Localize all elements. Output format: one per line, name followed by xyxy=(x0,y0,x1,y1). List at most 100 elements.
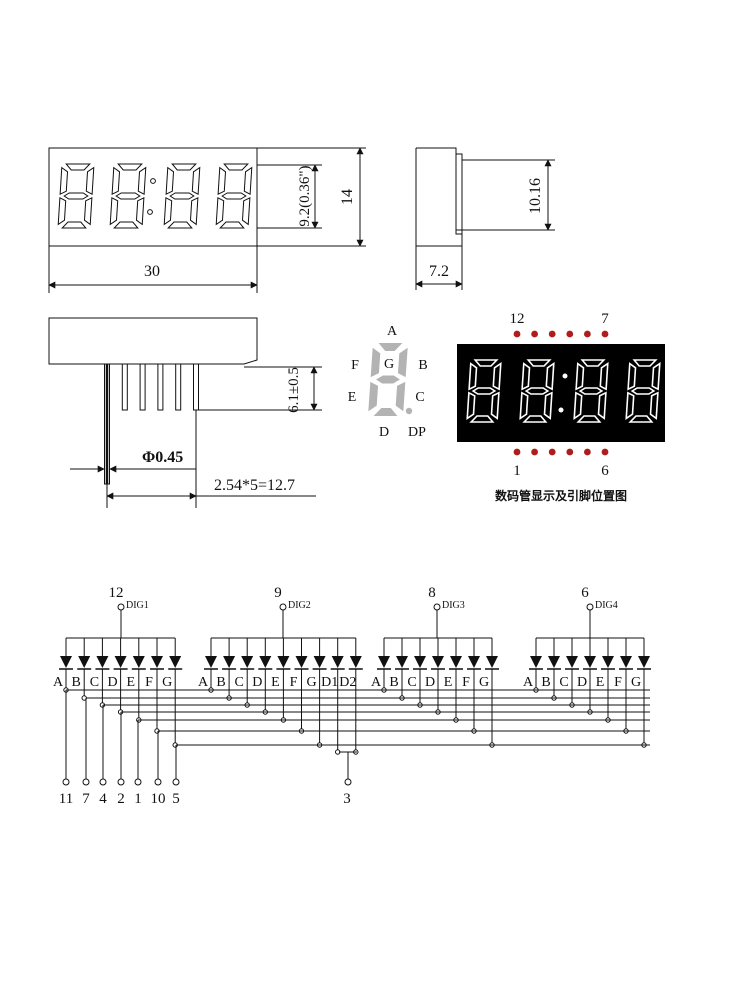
legend-digit-seg-f xyxy=(370,347,381,378)
lit-digit-3-seg-b xyxy=(599,362,609,391)
front-digit-3-seg-g xyxy=(169,192,195,200)
pin-2 xyxy=(121,363,128,411)
front-digit-outlines xyxy=(57,163,253,229)
diode-4-e xyxy=(602,656,614,668)
front-colon-upper xyxy=(150,178,156,184)
diode-1-g xyxy=(169,656,182,668)
front-colon-lower xyxy=(147,209,153,215)
lit-digit-4-seg-f xyxy=(627,362,637,391)
front-digit-4-seg-e xyxy=(215,197,225,226)
lit-digit-4 xyxy=(625,359,661,423)
pin-dot-top-3 xyxy=(548,330,556,338)
diode-4-c xyxy=(566,656,578,668)
segment-label-1-f: F xyxy=(145,675,153,690)
pin-position-figure: 12 7 1 6 数码管显示及引脚位置图 xyxy=(457,311,665,503)
lit-digit-1-seg-e xyxy=(466,391,476,420)
colon-pin-terminal xyxy=(344,778,352,786)
common-pin-number-1: 12 xyxy=(109,585,124,601)
legend-digit-seg-g xyxy=(376,375,400,384)
front-digit-1-seg-f xyxy=(59,166,69,196)
front-digit-2-seg-c xyxy=(135,196,145,226)
legend-digit-seg-a xyxy=(378,343,403,351)
diode-1-d xyxy=(114,656,127,668)
front-digit-4-seg-f xyxy=(217,166,227,196)
pin-label-7: 7 xyxy=(601,311,609,327)
diode-2-d1 xyxy=(331,656,344,668)
diode-3-b xyxy=(396,656,408,668)
lit-digit-1-seg-b xyxy=(492,362,502,391)
diode-2-a xyxy=(205,656,217,668)
lit-digit-4-seg-b xyxy=(651,362,661,391)
legend-digit xyxy=(368,343,408,416)
legend-label-f: F xyxy=(351,358,359,373)
segment-label-3-b: B xyxy=(389,675,398,690)
front-digit-2-seg-a xyxy=(117,163,143,171)
front-digit-2 xyxy=(109,163,147,229)
bottom-pin-number-7: 5 xyxy=(172,791,180,807)
legend-digit-seg-b xyxy=(397,347,408,378)
diode-1-c xyxy=(96,656,109,668)
common-pin-terminal-4 xyxy=(586,603,594,611)
dig-label-3: DIG3 xyxy=(442,600,465,611)
front-digit-2-seg-g xyxy=(115,192,141,200)
bottom-pin-terminal-2 xyxy=(82,778,90,786)
bottom-pin-terminal-4 xyxy=(117,778,125,786)
pin-dot-top-6 xyxy=(601,330,609,338)
lit-display-background xyxy=(457,344,665,442)
pin-view-body xyxy=(48,317,258,365)
diode-1-a xyxy=(60,656,72,668)
diode-2-d2 xyxy=(349,656,362,668)
pin-dot-bottom-4 xyxy=(566,448,574,456)
diode-2-c xyxy=(241,656,254,668)
legend-label-dp: DP xyxy=(408,425,426,440)
front-digit-1-seg-d xyxy=(61,221,87,229)
pin-stub-label: 6.1±0.5 xyxy=(286,367,302,413)
lit-digits xyxy=(466,359,661,423)
segment-label-2-b: B xyxy=(216,675,225,690)
front-body-outline xyxy=(48,147,258,247)
segment-label-4-f: F xyxy=(614,675,622,690)
front-digit-1-seg-b xyxy=(85,166,95,195)
bottom-pin-terminal-7 xyxy=(172,778,180,786)
legend-digit-seg-c xyxy=(395,381,406,412)
lit-digit-2-seg-d xyxy=(522,415,548,423)
pin-3 xyxy=(139,363,146,411)
diode-3-c xyxy=(414,656,426,668)
pin-dot-top-2 xyxy=(531,330,538,338)
lit-digit-3 xyxy=(573,359,609,423)
lit-digit-1-seg-c xyxy=(490,391,500,420)
diode-3-a xyxy=(378,656,390,668)
diode-2-g xyxy=(313,656,326,668)
lit-digit-2 xyxy=(519,359,555,423)
bottom-pin-terminal-6 xyxy=(154,778,162,786)
pin-label-12: 12 xyxy=(510,311,525,327)
lit-digit-2-seg-g xyxy=(524,387,550,395)
front-digit-1-seg-a xyxy=(65,163,91,171)
lit-digit-1-seg-a xyxy=(473,359,499,367)
front-digit-4-seg-b xyxy=(243,166,253,195)
lit-digit-4-seg-c xyxy=(649,391,659,420)
lit-digit-1-seg-d xyxy=(469,415,495,423)
segment-label-2-d1: D1 xyxy=(321,675,338,690)
common-pin-number-4: 6 xyxy=(581,585,589,601)
pin-6 xyxy=(193,363,199,411)
lit-digit-3-seg-a xyxy=(580,359,606,367)
segment-label-4-a: A xyxy=(523,675,534,690)
diode-1-b xyxy=(78,656,91,668)
lit-digit-3-seg-g xyxy=(578,387,604,395)
segment-label-2-e: E xyxy=(271,675,280,690)
front-digit-3-seg-f xyxy=(165,166,175,196)
diode-4-f xyxy=(620,656,632,668)
segment-label-1-d: D xyxy=(108,675,118,690)
front-digit-3 xyxy=(163,163,201,229)
common-pin-number-2: 9 xyxy=(274,585,282,601)
front-digit-2-seg-f xyxy=(111,166,121,196)
segment-label-3-a: A xyxy=(371,675,382,690)
lit-digit-3-seg-f xyxy=(575,362,585,391)
segment-label-3-c: C xyxy=(407,675,416,690)
diode-1-e xyxy=(132,656,145,668)
legend-label-a: A xyxy=(387,324,398,339)
lit-digit-2-seg-f xyxy=(521,362,531,391)
